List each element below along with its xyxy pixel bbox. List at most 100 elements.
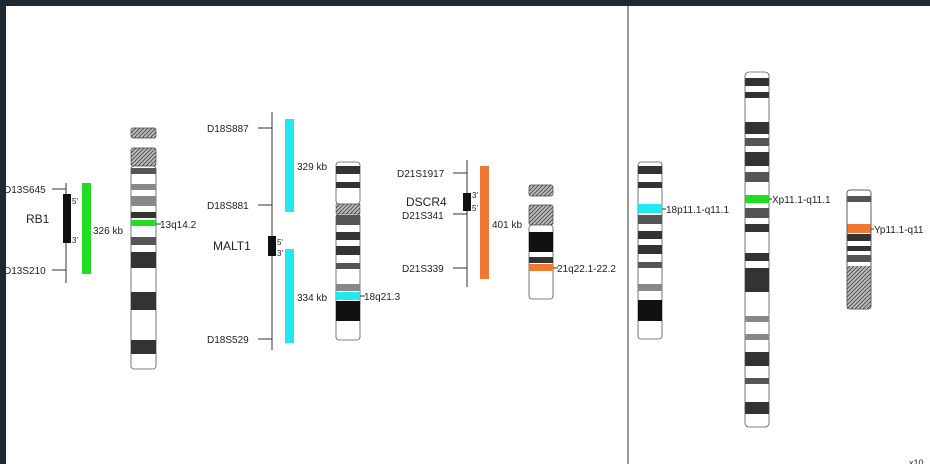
- marker-d18s887: D18S887: [207, 124, 249, 135]
- dscr4-5prime: 5': [472, 204, 478, 213]
- chry-outline-overlay: [846, 189, 872, 310]
- chr13-band: [131, 168, 156, 174]
- chr18b-band: [638, 284, 662, 291]
- chrx-band: [745, 152, 769, 166]
- chr18-band: [336, 232, 360, 240]
- chromosome-18-centromere-panel: 18p11.1-q11.1: [637, 161, 729, 340]
- band-yp11: Yp11.1-q11: [874, 225, 924, 236]
- chry-band: [847, 255, 871, 262]
- chr13-p-stalk: [130, 147, 157, 167]
- chromosome-13: 13q14.2: [130, 127, 197, 370]
- gene-malt1: MALT1: [213, 239, 251, 253]
- dscr4-locus: D21S1917 D21S341 D21S339 DSCR4 3' 5' 401…: [397, 160, 522, 287]
- chrx-band: [745, 402, 769, 414]
- chromosome-y: Yp11.1-q11: [846, 189, 924, 310]
- chr21-band: [529, 257, 553, 263]
- marker-d21s341: D21S341: [402, 211, 444, 222]
- chry-heterochromatin: [847, 266, 871, 309]
- malt1-gene-bar: [268, 236, 276, 256]
- chr18-band: [336, 215, 360, 225]
- chrx-band: [745, 78, 769, 86]
- chr13-band: [131, 196, 156, 206]
- chr13-band: [131, 340, 156, 354]
- chr21-p-stalk: [528, 204, 554, 226]
- figure-panel: [6, 6, 930, 464]
- chrx-band: [745, 138, 769, 146]
- marker-d18s529: D18S529: [207, 335, 249, 346]
- malt1-5prime: 5': [277, 238, 283, 247]
- chr13-band: [131, 237, 156, 245]
- chr13-band: [131, 292, 156, 310]
- chrx-band: [745, 224, 769, 232]
- band-21q22: 21q22.1-22.2: [557, 264, 616, 275]
- malt1-probe-bar-top: [285, 119, 294, 212]
- chrx-band: [745, 208, 769, 218]
- chrx-band: [745, 316, 769, 322]
- band-18p11: 18p11.1-q11.1: [666, 205, 729, 216]
- dscr4-probe-size: 401 kb: [492, 220, 522, 231]
- chr18-band: [336, 166, 360, 174]
- chr18b-band: [638, 231, 662, 239]
- malt1-probe-size-top: 329 kb: [297, 162, 327, 173]
- rb1-gene-bar: [63, 194, 71, 243]
- rb1-locus: D13S645 D13S210 RB1 5' 3' 326 kb: [4, 183, 123, 283]
- chr18b-band: [638, 245, 662, 254]
- chr13-probe-band: [131, 220, 156, 226]
- chr13-p-satellite: [130, 127, 157, 139]
- chry-band: [847, 234, 871, 241]
- chr18b-band: [638, 262, 662, 268]
- chr18b-band: [638, 215, 662, 224]
- rb1-5prime: 5': [72, 197, 78, 206]
- chry-band: [847, 196, 871, 202]
- rb1-3prime: 3': [72, 236, 78, 245]
- gene-dscr4: DSCR4: [406, 195, 447, 209]
- band-xp11: Xp11.1-q11.1: [772, 195, 831, 206]
- chromosome-x: Xp11.1-q11.1: [744, 71, 831, 428]
- chr18b-band: [638, 182, 662, 188]
- chrx-band: [745, 268, 769, 292]
- chr18-probe-band: [336, 292, 360, 300]
- chrx-band: [745, 122, 769, 134]
- chr21-p-satellite: [528, 184, 554, 197]
- marker-d21s1917: D21S1917: [397, 169, 445, 180]
- chr18b-probe-band: [638, 204, 662, 213]
- chrx-band: [745, 334, 769, 340]
- chrx-probe-band: [745, 195, 769, 203]
- dscr4-3prime: 3': [472, 191, 478, 200]
- marker-d13s210: D13S210: [4, 266, 46, 277]
- chromosome-21: 21q22.1-22.2: [528, 184, 616, 300]
- chr13-band: [131, 212, 156, 218]
- chrx-band: [745, 253, 769, 261]
- chrx-band: [745, 172, 769, 182]
- chromosome-18: 18q21.3: [335, 161, 401, 341]
- malt1-3prime: 3': [277, 249, 283, 258]
- chrx-band: [745, 92, 769, 98]
- rb1-probe-bar: [82, 183, 91, 274]
- chr18-centromere: [335, 203, 361, 215]
- malt1-locus: D18S887 D18S881 D18S529 MALT1 5' 3' 329 …: [207, 112, 327, 350]
- gene-rb1: RB1: [26, 212, 50, 226]
- chr18-band: [336, 263, 360, 269]
- chry-probe-band: [847, 224, 871, 233]
- chrx-band: [745, 378, 769, 384]
- band-13q14-2: 13q14.2: [160, 220, 197, 231]
- marker-d21s339: D21S339: [402, 264, 444, 275]
- dscr4-probe-bar: [480, 166, 489, 279]
- chry-band: [847, 246, 871, 251]
- chr13-band: [131, 252, 156, 268]
- chr18b-band: [638, 300, 662, 321]
- rb1-probe-size: 326 kb: [93, 226, 123, 237]
- chr18-band: [336, 182, 360, 188]
- chr18b-band: [638, 166, 662, 174]
- chr18-band: [336, 284, 360, 291]
- chr18-band: [336, 246, 360, 255]
- marker-d18s881: D18S881: [207, 201, 249, 212]
- chr18-band: [336, 301, 360, 321]
- dscr4-gene-bar: [463, 193, 471, 211]
- chr13-band: [131, 184, 156, 190]
- chrx-band: [745, 352, 769, 366]
- corner-label: x10: [909, 458, 924, 464]
- malt1-probe-size-bottom: 334 kb: [297, 293, 327, 304]
- chr21-band: [529, 232, 553, 252]
